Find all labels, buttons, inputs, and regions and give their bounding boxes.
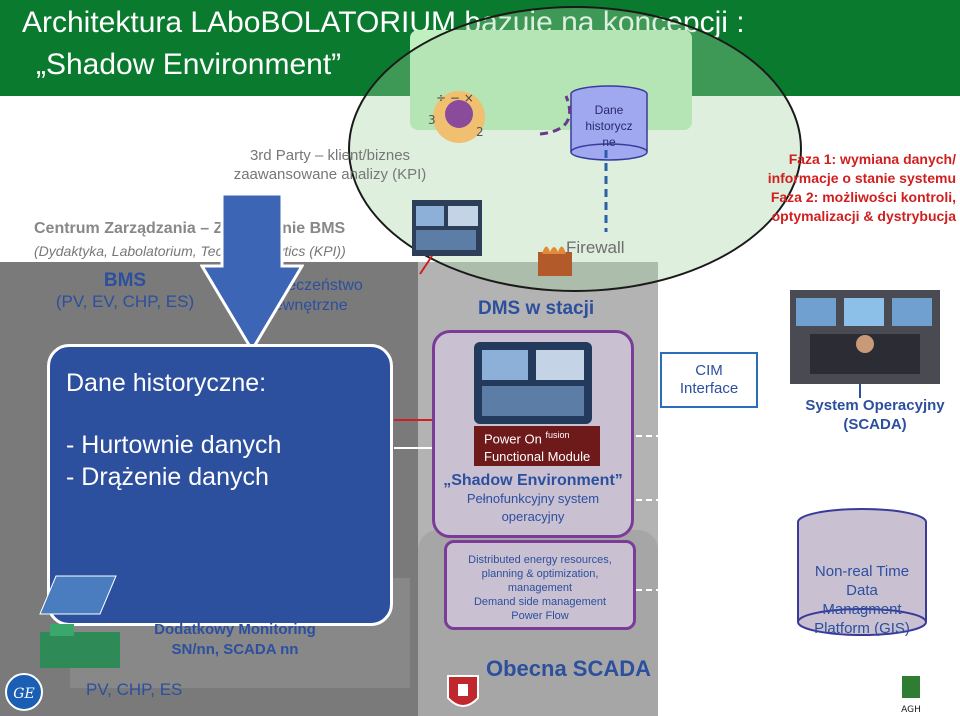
gis-database-icon (797, 508, 927, 636)
cim-label-line1: CIM (695, 362, 723, 379)
third-party-label: 3rd Party – klient/biznes zaawansowane a… (233, 147, 427, 183)
down-arrow-icon (200, 192, 304, 353)
svg-text:÷ − ×: ÷ − × (436, 91, 474, 105)
der-box: Distributed energy resources, planning &… (444, 540, 636, 630)
pv-chp-es-label: PV, CHP, ES (86, 680, 183, 699)
svg-text:3: 3 (428, 113, 436, 127)
cim-interface-box: CIM Interface (660, 352, 758, 408)
shadow-environment-label: „Shadow Environment” Pełnofunkcyjny syst… (443, 472, 623, 524)
svg-text:AGH: AGH (901, 705, 921, 714)
historical-database-icon (570, 85, 648, 161)
workstation-screens-icon (412, 200, 482, 256)
analytics-head-icon: ÷ − × 3 2 (428, 91, 485, 143)
control-room-image (790, 290, 940, 384)
overlay-item-1: - Hurtownie danych (66, 431, 282, 459)
poweron-banner: Power On fusion Functional Module (474, 426, 600, 466)
scada-system-label: System Operacyjny (SCADA) (805, 397, 945, 433)
solar-panel-icon (39, 575, 117, 615)
firewall-label: Firewall (566, 238, 625, 257)
svg-text:2: 2 (476, 125, 484, 139)
shadow-screens-icon (474, 342, 592, 424)
city-crest-logo (447, 675, 479, 707)
ge-logo: GE (5, 673, 43, 711)
phases-label: Faza 1: wymiana danych/ informacje o sta… (767, 151, 956, 224)
bms-label: BMS (PV, EV, CHP, ES) (55, 270, 195, 311)
agh-logo: AGH (898, 672, 924, 714)
historical-database-label: Dane historycz ne (585, 103, 633, 149)
monitoring-label: Dodatkowy Monitoring SN/nn, SCADA nn (154, 621, 316, 658)
gis-label: Non-real Time Data Managment Platform (G… (814, 563, 910, 637)
current-scada-label: Obecna SCADA (486, 656, 652, 681)
firewall-icon (538, 246, 572, 276)
svg-text:GE: GE (13, 686, 34, 702)
generator-icon (40, 624, 120, 668)
overlay-heading: Dane historyczne: (66, 369, 267, 397)
title-line2: „Shadow Environment” (36, 48, 342, 81)
overlay-item-2: - Drążenie danych (66, 463, 269, 491)
cim-label-line2: Interface (679, 380, 739, 397)
dms-label: DMS w stacji (478, 298, 595, 319)
